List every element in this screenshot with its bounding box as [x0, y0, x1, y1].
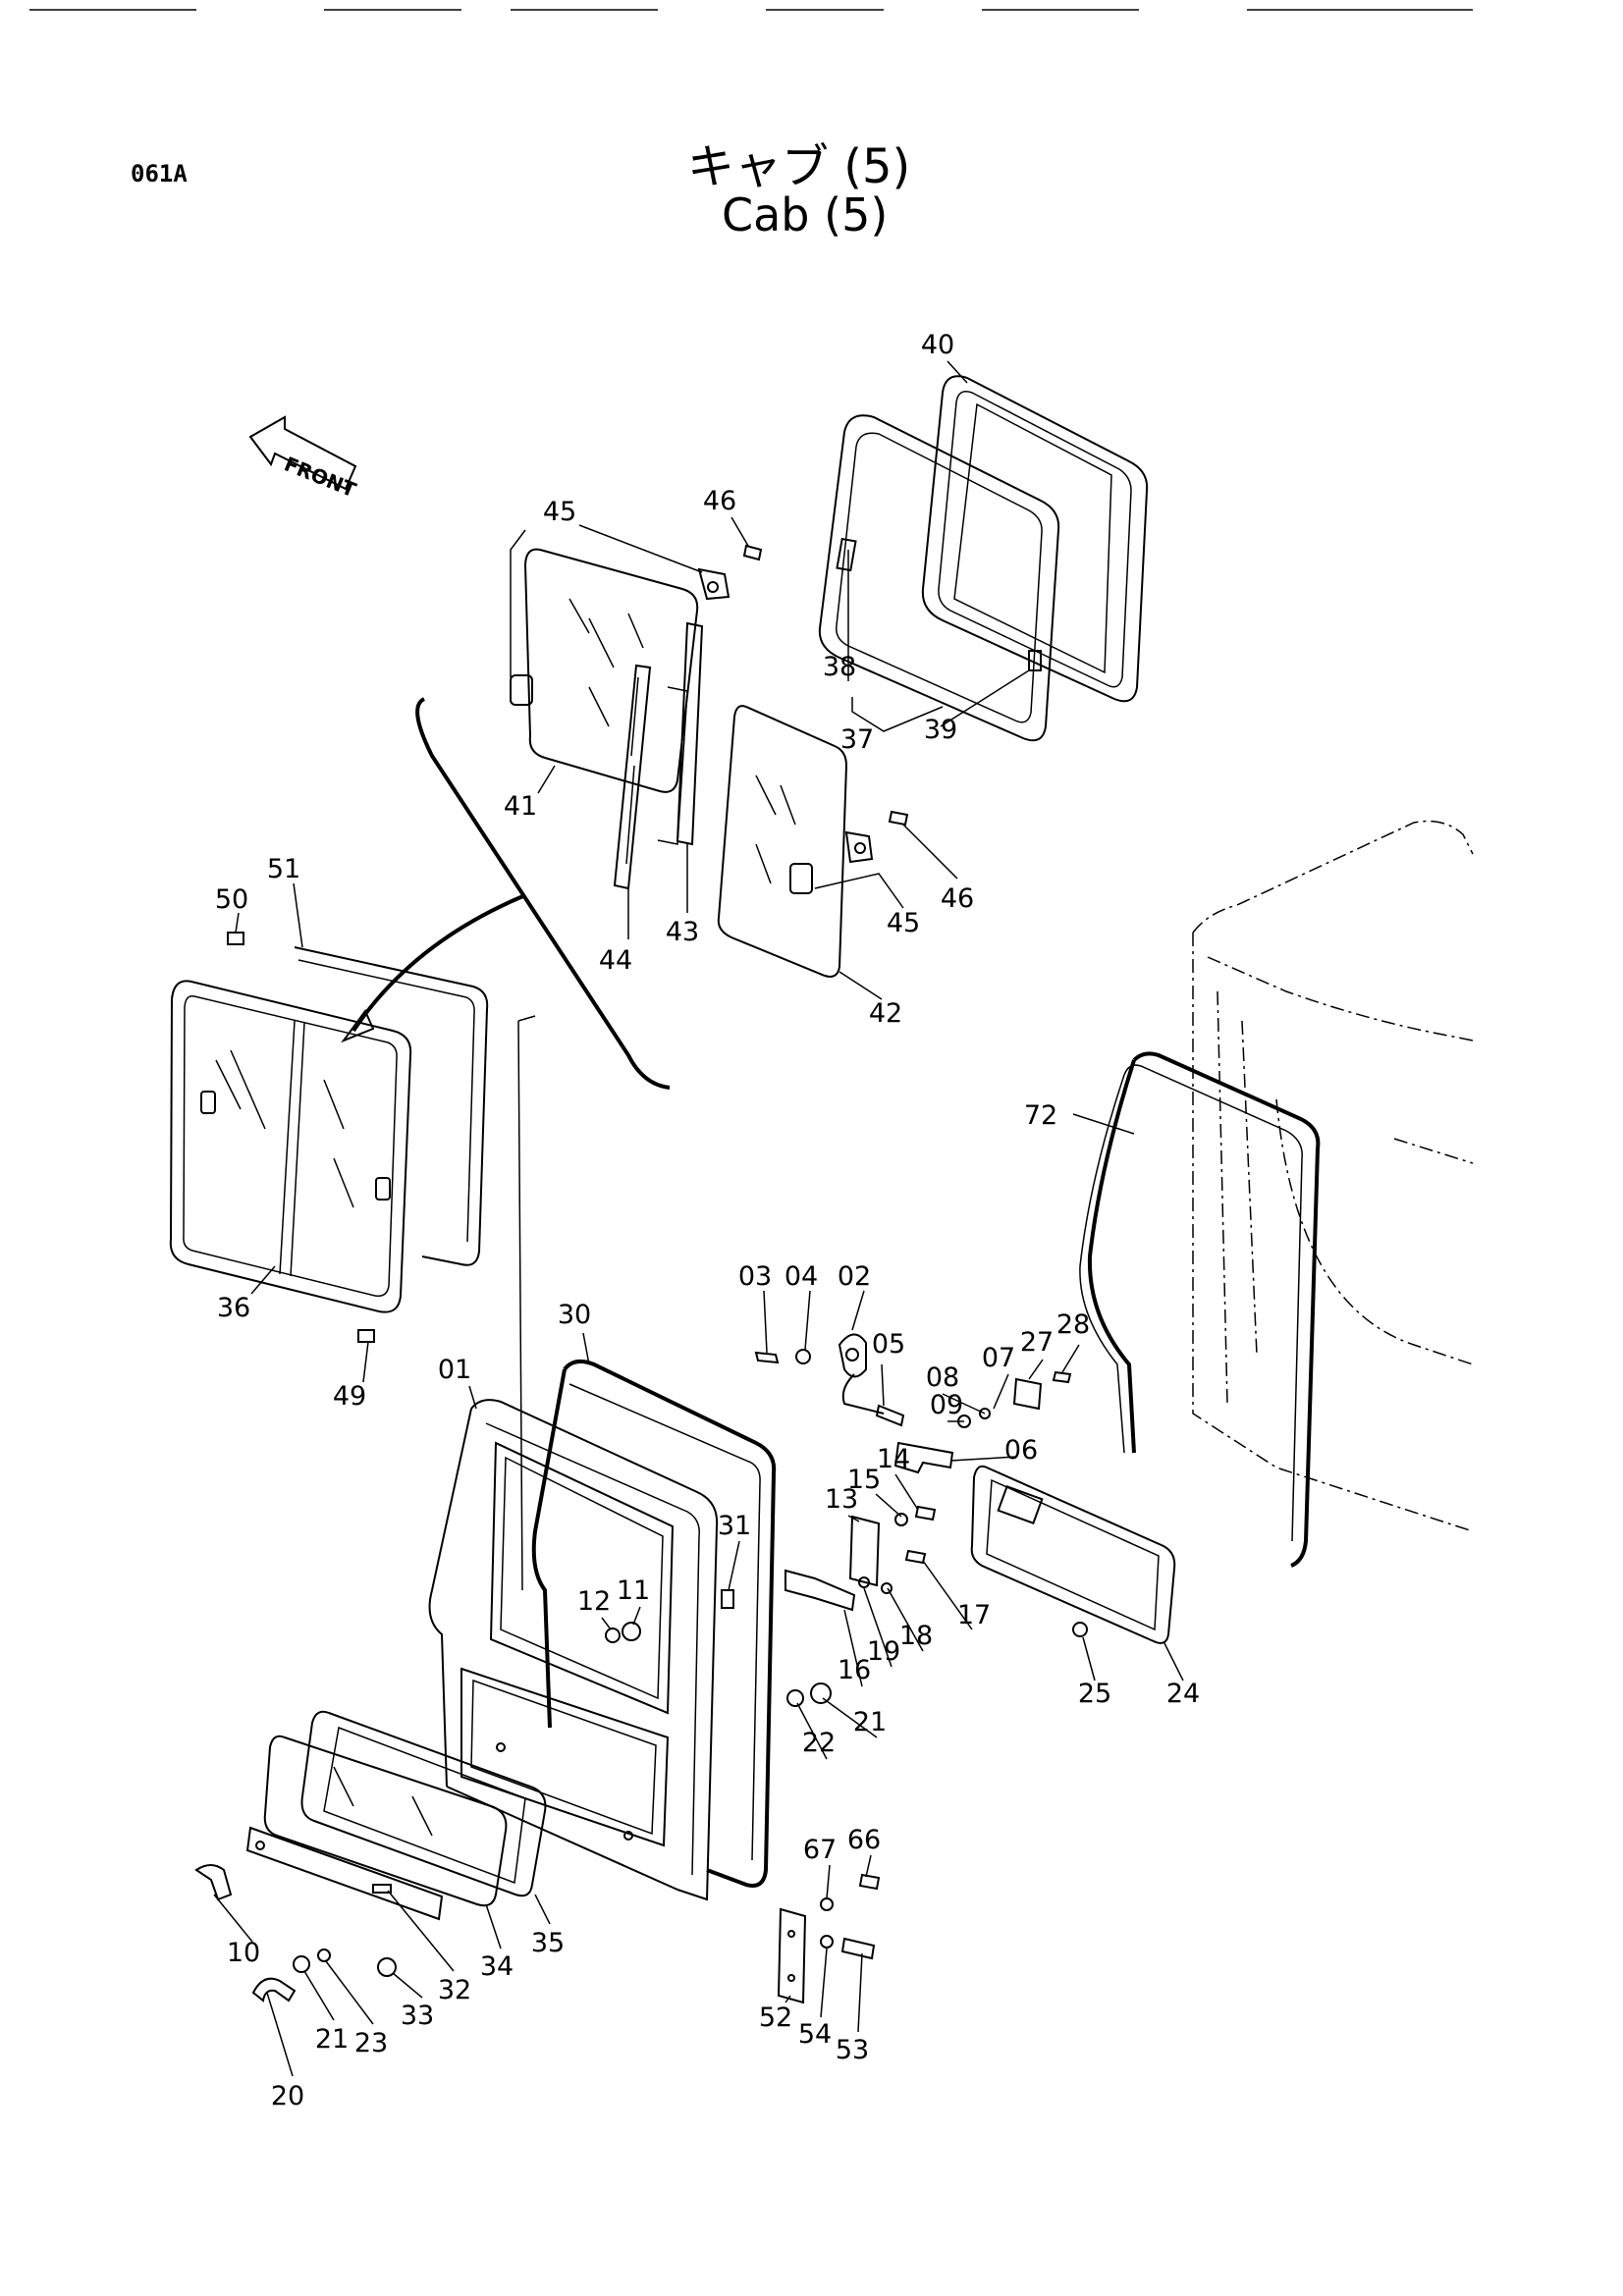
callout-30: 30 — [558, 1300, 591, 1330]
handle-20 — [251, 1977, 297, 2002]
callout-07: 07 — [982, 1343, 1015, 1373]
callout-33: 33 — [401, 2001, 434, 2031]
handle-10 — [194, 1864, 233, 1901]
callout-39: 39 — [924, 715, 957, 745]
callout-32: 32 — [438, 1975, 471, 2005]
callout-46: 46 — [941, 883, 974, 914]
callout-09: 09 — [930, 1390, 963, 1420]
glass-41 — [510, 544, 763, 793]
door-trim-panel-24 — [970, 1465, 1176, 1644]
callout-11: 11 — [617, 1575, 650, 1606]
door-seal-72 — [1079, 1051, 1321, 1568]
callout-03: 03 — [738, 1261, 772, 1292]
callout-20: 20 — [271, 2081, 304, 2111]
clip-50 — [227, 932, 244, 945]
callout-52: 52 — [759, 2002, 792, 2033]
window-seal-40 — [921, 375, 1149, 703]
nut-21-lower — [293, 1955, 310, 1973]
callout-50: 50 — [215, 884, 248, 915]
callout-38: 38 — [823, 652, 856, 682]
leader-line-window — [517, 1015, 536, 1591]
cab-body-outline — [1192, 820, 1474, 1532]
handle-plate-32 — [245, 1826, 444, 1921]
callout-40: 40 — [921, 330, 954, 360]
washer-22 — [786, 1689, 804, 1707]
callout-17: 17 — [957, 1600, 991, 1630]
callout-15: 15 — [847, 1465, 881, 1495]
callout-06: 06 — [1004, 1435, 1038, 1466]
callout-67: 67 — [803, 1835, 837, 1865]
sliding-window-bracket — [341, 697, 671, 1090]
nut-11 — [622, 1622, 641, 1641]
callout-05: 05 — [872, 1329, 905, 1360]
callout-21: 21 — [853, 1707, 887, 1737]
window-frame-37 — [818, 414, 1060, 742]
callout-27: 27 — [1020, 1327, 1054, 1358]
callout-42: 42 — [869, 998, 902, 1029]
page-code: 061A — [131, 160, 188, 187]
callout-labels: 40 45 46 38 37 39 41 44 43 46 45 42 51 50 36 49 72 03 04 02… — [215, 330, 1200, 2111]
callout-66: 66 — [847, 1825, 881, 1855]
sliding-window-36 — [169, 980, 412, 1313]
callout-25: 25 — [1078, 1679, 1111, 1709]
callout-51: 51 — [267, 854, 300, 884]
front-direction-arrow: FRONT — [248, 415, 359, 502]
door-frame-01 — [428, 1399, 719, 1901]
washer-23 — [317, 1949, 331, 1962]
callout-44: 44 — [599, 945, 632, 976]
callout-12: 12 — [577, 1586, 611, 1617]
callout-31: 31 — [718, 1511, 751, 1541]
callout-45: 45 — [543, 497, 576, 527]
callout-72: 72 — [1024, 1100, 1057, 1131]
leader-lines — [213, 360, 1184, 2077]
callout-34: 34 — [480, 1951, 514, 1982]
striker-31 — [721, 1589, 734, 1609]
callout-28: 28 — [1056, 1309, 1090, 1340]
callout-35: 35 — [531, 1928, 565, 1958]
callout-41: 41 — [504, 791, 537, 822]
clip-25 — [1072, 1622, 1088, 1637]
callout-21: 21 — [315, 2024, 349, 2055]
callout-36: 36 — [217, 1293, 250, 1323]
callout-08: 08 — [926, 1362, 959, 1393]
callout-13: 13 — [825, 1484, 858, 1515]
callout-16: 16 — [838, 1655, 871, 1685]
callout-19: 19 — [867, 1636, 900, 1667]
callout-53: 53 — [836, 2035, 869, 2065]
nut-21 — [810, 1682, 832, 1704]
callout-10: 10 — [227, 1938, 260, 1968]
callout-49: 49 — [333, 1381, 366, 1412]
knob-33 — [377, 1957, 397, 1977]
callout-22: 22 — [802, 1728, 836, 1758]
callout-46: 46 — [703, 486, 736, 516]
door-seal-30 — [531, 1359, 777, 1888]
front-label: FRONT — [281, 452, 359, 502]
callout-43: 43 — [666, 917, 699, 947]
callout-45: 45 — [887, 908, 920, 938]
glass-channel-43 — [657, 621, 704, 846]
washer-12 — [605, 1628, 621, 1643]
window-seal-51 — [294, 946, 489, 1266]
callout-54: 54 — [798, 2019, 832, 2050]
hinge-52 — [777, 1873, 881, 2004]
callout-23: 23 — [354, 2028, 388, 2058]
glass-run-strip-44 — [613, 664, 652, 890]
title-japanese: キャブ (5) — [687, 139, 911, 194]
glass-42 — [717, 705, 909, 978]
callout-01: 01 — [438, 1355, 471, 1385]
lower-glass-35 — [300, 1710, 547, 1897]
clip-49 — [357, 1329, 375, 1343]
callout-37: 37 — [840, 724, 874, 755]
lower-glass-34 — [263, 1735, 508, 1907]
callout-04: 04 — [784, 1261, 818, 1292]
title-english: Cab (5) — [722, 188, 889, 241]
callout-14: 14 — [877, 1444, 910, 1474]
callout-02: 02 — [838, 1261, 871, 1292]
callout-18: 18 — [899, 1621, 933, 1651]
lock-bracket-13 — [721, 1505, 937, 1612]
callout-24: 24 — [1166, 1679, 1200, 1709]
